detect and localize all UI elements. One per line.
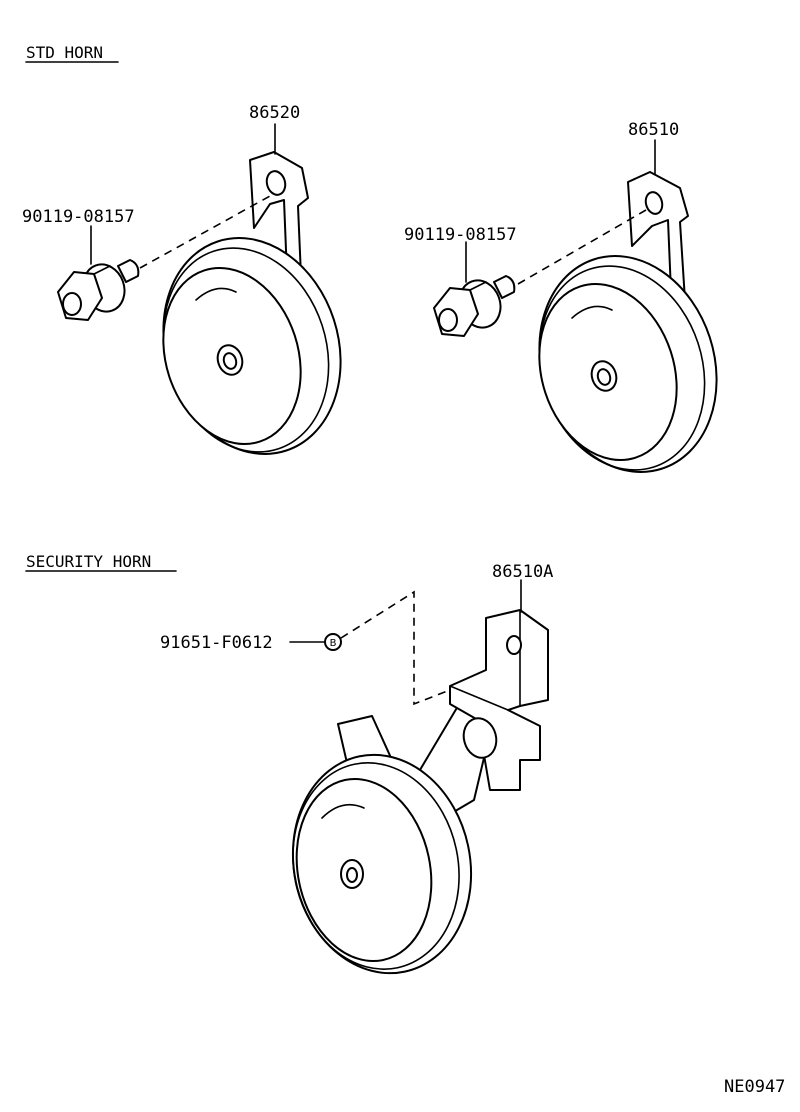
label-86510: 86510 [628,120,679,140]
horn-86510-bracket-hole [644,191,664,215]
bolt-left-shank [117,259,140,283]
bolt-left[interactable] [57,259,140,321]
horn-86510-face-highlight [571,305,613,319]
bolt-right-edge [469,281,487,291]
horn-86520-terminal [222,352,238,370]
label-86510A: 86510A [492,562,553,582]
security-horn-face [295,777,433,963]
bolt-right[interactable] [433,275,516,337]
horn-86520-bracket-hole [265,170,287,196]
security-nut-marker: B [330,638,337,649]
label-security-nut: 91651-F0612 [160,633,273,653]
security-nut-symbol [324,633,342,651]
label-86520: 86520 [249,103,300,123]
security-horn-rim-inner [292,762,460,970]
bolt-left-edge [93,265,111,275]
horn-86510[interactable] [512,171,744,495]
horn-86510-terminal [596,368,612,386]
horn-86520[interactable] [136,151,368,477]
security-horn-stud [462,717,498,759]
security-nut[interactable]: B [324,633,342,651]
security-nut-mount-line [340,590,451,706]
horn-86510-mount-line [517,209,647,285]
section-title-security-horn: SECURITY HORN [26,552,151,571]
drawing-code: NE0947 [724,1077,785,1097]
security-horn-terminal [346,867,358,883]
bolt-right-shank [493,275,516,299]
security-horn-bracket-hole [506,635,522,655]
bolt-left-head-face [62,292,82,316]
horn-86520-face-highlight [195,287,237,301]
label-bolt-right: 90119-08157 [404,225,517,245]
security-horn-86510A[interactable] [273,609,549,990]
horn-86520-mount-line [139,195,271,269]
security-horn-face-highlight [321,803,365,819]
section-title-std-horn: STD HORN [26,43,103,62]
security-horn-bracket-edges [449,609,521,711]
bolt-right-head-face [438,308,458,332]
label-bolt-left: 90119-08157 [22,207,135,227]
security-horn-bracket [449,609,549,791]
